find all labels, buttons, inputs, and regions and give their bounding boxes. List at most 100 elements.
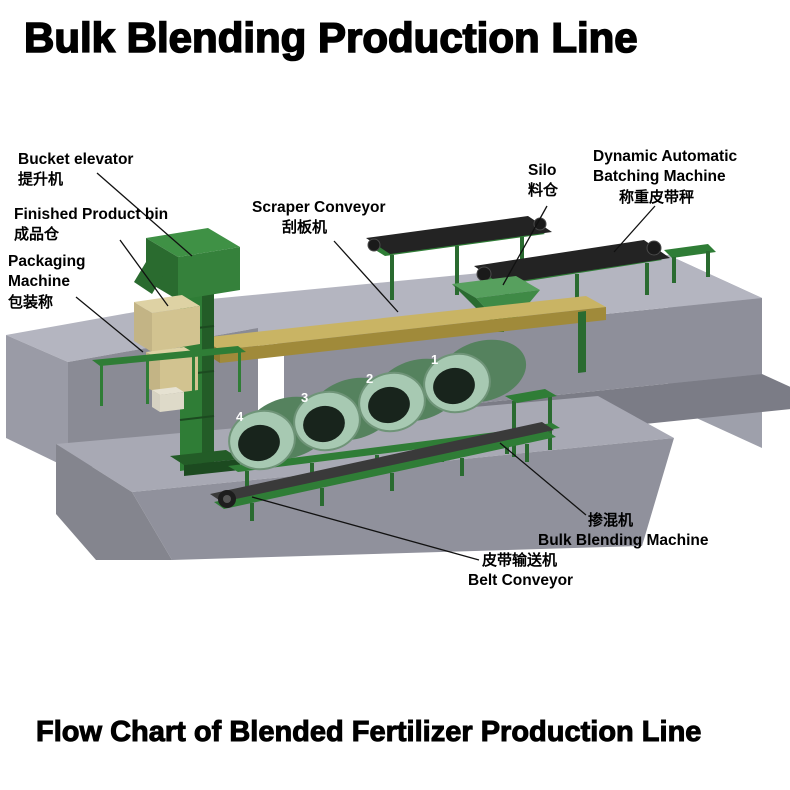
- beam-top-face: [200, 296, 606, 350]
- conveyor-end-frame: [664, 244, 716, 258]
- callout-scraper-conveyor: [333, 240, 399, 313]
- belt-leg: [390, 473, 394, 491]
- elevator-head-right: [178, 247, 240, 300]
- drum-rail-leg: [245, 471, 249, 487]
- platform-post: [238, 350, 241, 392]
- label-batching-machine: Dynamic Automatic Batching Machine 称重皮带秤: [593, 147, 737, 208]
- drum-number: 2: [366, 371, 373, 386]
- pit-front-slab-left-face: [56, 444, 172, 560]
- conveyor-belt: [474, 240, 670, 284]
- belt-leg: [250, 503, 254, 521]
- label-bulk-blending-machine-en: Bulk Blending Machine: [538, 531, 709, 549]
- label-batching-machine-en1: Dynamic Automatic: [593, 148, 738, 165]
- frame-top: [505, 389, 557, 403]
- scraper-conveyor-beam: [200, 296, 606, 373]
- frame-leg: [548, 394, 552, 450]
- conveyor-leg: [645, 263, 649, 295]
- bin-front: [134, 302, 152, 352]
- packer-front: [146, 352, 160, 395]
- belt-truss: [214, 430, 556, 509]
- drum-mouth: [433, 367, 475, 405]
- belt-leg: [460, 458, 464, 476]
- callout-batching-machine: [613, 205, 656, 253]
- elevator-base-top: [170, 450, 240, 465]
- label-bulk-blending-machine: 掺混机 Bulk Blending Machine: [538, 511, 709, 551]
- label-belt-conveyor-zh: 皮带输送机: [482, 552, 558, 569]
- elevator-brace: [179, 415, 215, 421]
- callout-lines: [75, 172, 656, 561]
- drum-number: 1: [431, 352, 438, 367]
- beam-support-post: [578, 311, 586, 373]
- pit-front-slab-face: [132, 438, 674, 560]
- elevator-column-side: [202, 269, 214, 468]
- label-batching-machine-en2: Batching Machine: [593, 168, 726, 186]
- belt-pulley-hub: [223, 495, 231, 503]
- conveyor-leg: [706, 251, 710, 277]
- label-silo-zh: 料仓: [528, 182, 559, 200]
- label-belt-conveyor: 皮带输送机 Belt Conveyor: [468, 551, 573, 591]
- platform-rail: [92, 346, 246, 366]
- label-scraper-conveyor: Scraper Conveyor 刮板机: [252, 198, 386, 238]
- beam-front-face: [220, 307, 606, 363]
- label-batching-machine-zh: 称重皮带秤: [619, 188, 695, 206]
- bag-side: [160, 392, 184, 412]
- callout-bulk-blending-machine: [499, 442, 587, 516]
- label-packaging-machine-zh: 包装称: [8, 293, 54, 311]
- pit-left-bank-outer-face: [6, 335, 68, 468]
- belt-leg: [525, 444, 529, 462]
- elevator-base-front: [184, 459, 240, 476]
- drum-mouth: [303, 405, 345, 443]
- label-bulk-blending-machine-zh: 掺混机: [588, 512, 634, 529]
- drum-number: 3: [301, 390, 308, 405]
- label-bucket-elevator-zh: 提升机: [18, 171, 64, 189]
- mixing-drums: 4 3 2 1: [228, 339, 527, 487]
- packer-side: [160, 355, 198, 395]
- conveyor-roller: [646, 240, 662, 256]
- belt-surface: [210, 422, 554, 502]
- callout-silo: [502, 205, 548, 286]
- conveyor-roller: [476, 266, 492, 282]
- drum-1: 1: [423, 339, 527, 414]
- label-finished-product-bin: Finished Product bin 成品仓: [14, 205, 168, 245]
- conveyor-leg: [672, 257, 676, 283]
- platform-post: [100, 364, 103, 406]
- callout-bucket-elevator: [96, 172, 193, 257]
- footer-title: Flow Chart of Blended Fertilizer Product…: [35, 716, 702, 749]
- conveyor-leg: [455, 246, 459, 295]
- silo-rim: [452, 276, 540, 298]
- drum-rail-leg: [310, 463, 314, 479]
- conveyor-leg: [390, 255, 394, 300]
- conveyor-leg: [575, 274, 579, 304]
- drum-mouth: [238, 424, 280, 462]
- label-silo: Silo 料仓: [528, 161, 558, 201]
- callout-belt-conveyor: [251, 496, 480, 561]
- callout-finished-product-bin: [119, 239, 169, 307]
- label-packaging-machine-en1: Packaging: [8, 253, 86, 270]
- conveyor-roller: [367, 238, 381, 252]
- drum-mouth: [368, 386, 410, 424]
- label-scraper-conveyor-en: Scraper Conveyor: [252, 199, 386, 216]
- drum-number: 4: [236, 409, 244, 424]
- label-bucket-elevator-en: Bucket elevator: [18, 151, 134, 168]
- label-scraper-conveyor-zh: 刮板机: [282, 219, 328, 237]
- label-finished-product-bin-zh: 成品仓: [14, 226, 60, 244]
- callout-packaging-machine: [75, 296, 144, 353]
- platform-post: [192, 355, 195, 399]
- label-bucket-elevator: Bucket elevator 提升机: [18, 150, 133, 190]
- label-silo-en: Silo: [528, 162, 557, 179]
- conveyor-belt: [366, 216, 552, 254]
- packaging-machine: [92, 346, 246, 412]
- belt-conveyor: [210, 422, 556, 521]
- elevator-head-top: [146, 228, 240, 257]
- label-belt-conveyor-en: Belt Conveyor: [468, 571, 574, 589]
- bin-side: [152, 306, 200, 352]
- bag-front: [152, 390, 160, 412]
- drum-rail: [228, 430, 522, 472]
- label-packaging-machine-en2: Machine: [8, 273, 71, 291]
- label-finished-product-bin-en: Finished Product bin: [14, 206, 169, 223]
- platform-post: [146, 360, 149, 404]
- label-packaging-machine: Packaging Machine 包装称: [8, 252, 86, 313]
- belt-leg: [320, 488, 324, 506]
